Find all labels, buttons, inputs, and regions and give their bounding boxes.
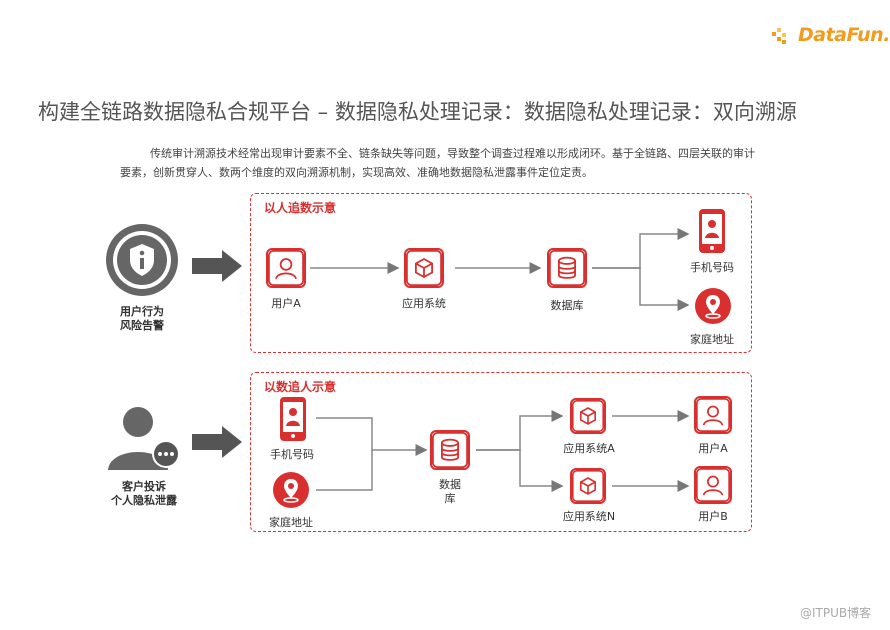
user-icon — [694, 396, 732, 434]
location-icon — [695, 288, 731, 324]
description-line-2: 要素，创新贯穿人、数两个维度的双向溯源机制，实现高效、准确地数据隐私泄露事件定位… — [120, 166, 593, 179]
trigger-arrow-1 — [192, 250, 242, 282]
node-app-system-a: 应用系统A — [563, 442, 615, 455]
node-database: 数据库 — [550, 299, 584, 312]
cube-icon — [570, 468, 606, 504]
location-icon — [273, 472, 309, 508]
cube-icon — [570, 398, 606, 434]
database-icon — [547, 248, 587, 288]
phone-icon — [699, 209, 725, 253]
brand-name: DataFun. — [798, 24, 890, 46]
panel2-title: 以数追人示意 — [264, 380, 337, 394]
node-home-address: 家庭地址 — [690, 333, 734, 346]
trigger-arrow-2 — [192, 426, 242, 458]
node-app-system: 应用系统 — [402, 297, 446, 310]
node-database: 数据 库 — [439, 478, 461, 505]
panel2-trigger-label: 客户投诉 个人隐私泄露 — [111, 480, 177, 507]
node-phone-number: 手机号码 — [690, 261, 734, 274]
node-user-a: 用户A — [698, 442, 728, 455]
panel1-title: 以人追数示意 — [264, 201, 337, 215]
cube-icon — [404, 248, 444, 288]
phone-icon — [280, 397, 306, 441]
watermark: @ITPUB博客 — [800, 606, 872, 620]
panel1-trigger-label: 用户行为 风险告警 — [120, 305, 164, 332]
node-phone-number: 手机号码 — [270, 448, 314, 461]
node-user-b: 用户B — [698, 510, 728, 523]
database-icon — [430, 430, 470, 470]
user-icon — [694, 466, 732, 504]
shield-alert-icon — [106, 224, 178, 296]
page-title: 构建全链路数据隐私合规平台 – 数据隐私处理记录：数据隐私处理记录：双向溯源 — [38, 100, 797, 124]
node-user-a: 用户A — [271, 297, 301, 310]
user-icon — [266, 248, 306, 288]
person-complaint-icon — [108, 407, 180, 470]
brand-logo-icon — [772, 28, 786, 44]
node-app-system-n: 应用系统N — [562, 510, 616, 523]
panel-person-to-data — [250, 193, 752, 353]
panel-data-to-person — [250, 372, 752, 532]
description-line-1: 传统审计溯源技术经常出现审计要素不全、链条缺失等问题，导致整个调查过程难以形成闭… — [150, 147, 755, 160]
node-home-address: 家庭地址 — [269, 516, 313, 529]
